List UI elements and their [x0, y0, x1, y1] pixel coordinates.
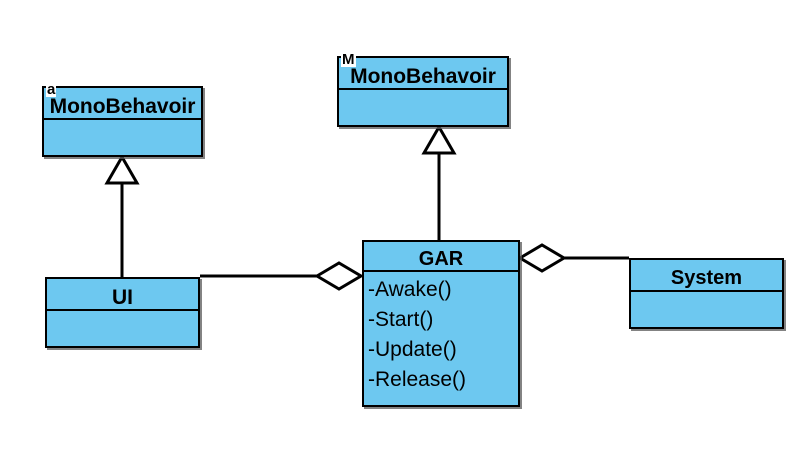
class-box-monobehavoir-m[interactable]: MonoBehavoir: [337, 56, 509, 127]
class-box-ui[interactable]: UI: [45, 277, 200, 348]
class-members-ui: [47, 311, 198, 346]
class-members-monobehavoir-m: [339, 90, 507, 125]
class-member-row: -Awake(): [368, 278, 452, 301]
class-name-monobehavoir-m: MonoBehavoir: [339, 58, 507, 90]
hollow-diamond-icon: [314, 261, 364, 291]
class-box-system[interactable]: System: [629, 258, 784, 329]
aggregation-gar-system: [517, 243, 629, 273]
class-members-gar: -Awake() -Start() -Update() -Release(): [364, 272, 518, 405]
class-member-row: -Release(): [368, 368, 467, 391]
class-stereotype-badge-monobehavoir-m: M: [341, 51, 356, 68]
class-member-row: -Start(): [368, 308, 434, 331]
class-name-gar: GAR: [364, 242, 518, 272]
hollow-triangle-icon: [421, 123, 457, 155]
class-members-monobehavoir-a: [44, 120, 201, 155]
generalization-ui-to-monobehavoir-a: [104, 153, 140, 277]
class-name-monobehavoir-a: MonoBehavoir: [44, 88, 201, 120]
class-member-row: -Update(): [368, 338, 457, 361]
class-members-system: [631, 292, 782, 327]
generalization-gar-to-monobehavoir-m: [421, 123, 457, 240]
hollow-triangle-icon: [104, 153, 140, 185]
hollow-diamond-icon: [517, 243, 567, 273]
aggregation-gar-ui: [200, 261, 364, 291]
class-box-monobehavoir-a[interactable]: MonoBehavoir: [42, 86, 203, 157]
class-name-system: System: [631, 260, 782, 292]
class-box-gar[interactable]: GAR -Awake() -Start() -Update() -Release…: [362, 240, 520, 407]
class-stereotype-badge-monobehavoir-a: a: [46, 81, 57, 98]
class-name-ui: UI: [47, 279, 198, 311]
